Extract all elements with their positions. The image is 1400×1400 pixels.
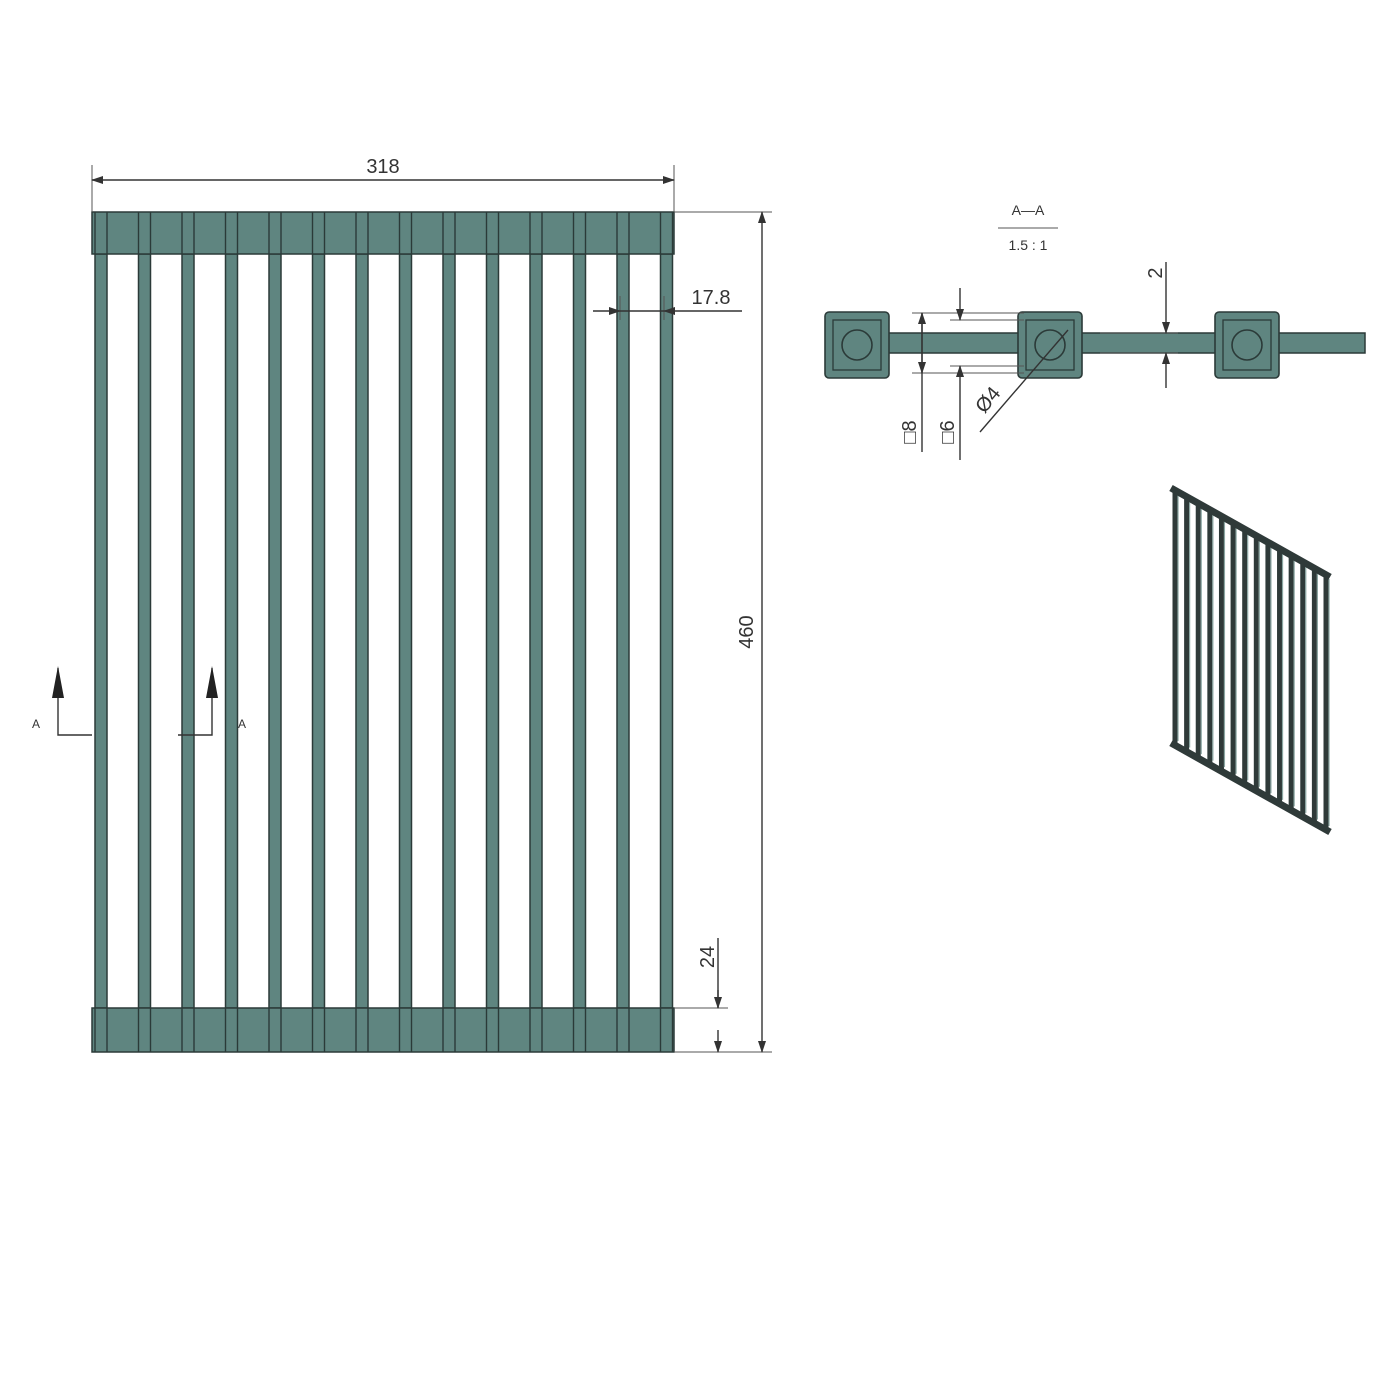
section-marker-right: A [178,666,246,736]
rod-node-inner [832,319,882,371]
front-view-bar [137,253,152,1009]
front-view-bar [572,253,587,1009]
rod-diameter-label: Ø4 [971,383,1005,418]
front-view [91,211,675,1053]
link-thickness-label: 2 [1145,267,1167,278]
front-view-bar [442,253,456,1009]
end-cap-dimension: 24 [674,938,728,1053]
section-marker-left: A [32,666,92,736]
section-title: A—A [1012,202,1045,218]
top-end-cap [91,211,675,255]
height-dimension-label: 460 [736,615,758,648]
rod-node-circle [1231,329,1263,361]
height-dimension: 460 [674,211,772,1053]
front-view-bar [529,253,543,1009]
isometric-view [1169,484,1332,836]
front-view-bar [659,253,674,1009]
front-view-bars [94,253,674,1009]
width-dimension: 318 [91,156,675,212]
width-dimension-label: 318 [366,156,399,178]
section-marker-right-label: A [238,717,246,731]
section-rod-nodes [824,311,1280,379]
front-view-bar [485,253,500,1009]
section-view: A—A 1.5 : 1 2 □8 □6 Ø4 [824,202,1366,460]
front-view-bar [268,253,282,1009]
bar-pitch-dimension: 17.8 [593,287,742,320]
rod-node-inner [1222,319,1272,371]
front-view-bar [181,253,195,1009]
front-view-bar [94,253,108,1009]
front-view-bar [616,253,630,1009]
front-view-bar [355,253,369,1009]
rod-node-inner [1025,319,1075,371]
rod-node-circle [841,329,873,361]
section-scale: 1.5 : 1 [1009,237,1048,253]
outer-square-label: □8 [899,420,921,443]
rod-node-circle [1034,329,1066,361]
bar-pitch-label: 17.8 [692,287,731,309]
section-marker-left-label: A [32,717,40,731]
isometric-top-cap [1169,484,1332,581]
end-cap-dimension-label: 24 [697,946,719,968]
section-link [879,332,1366,354]
inner-square-label: □6 [937,420,959,443]
front-view-bar [311,253,326,1009]
front-view-bar [398,253,413,1009]
front-view-bar [224,253,239,1009]
end-cap-grooves [94,212,674,1052]
isometric-bottom-cap [1169,739,1332,836]
bottom-end-cap [91,1007,675,1053]
